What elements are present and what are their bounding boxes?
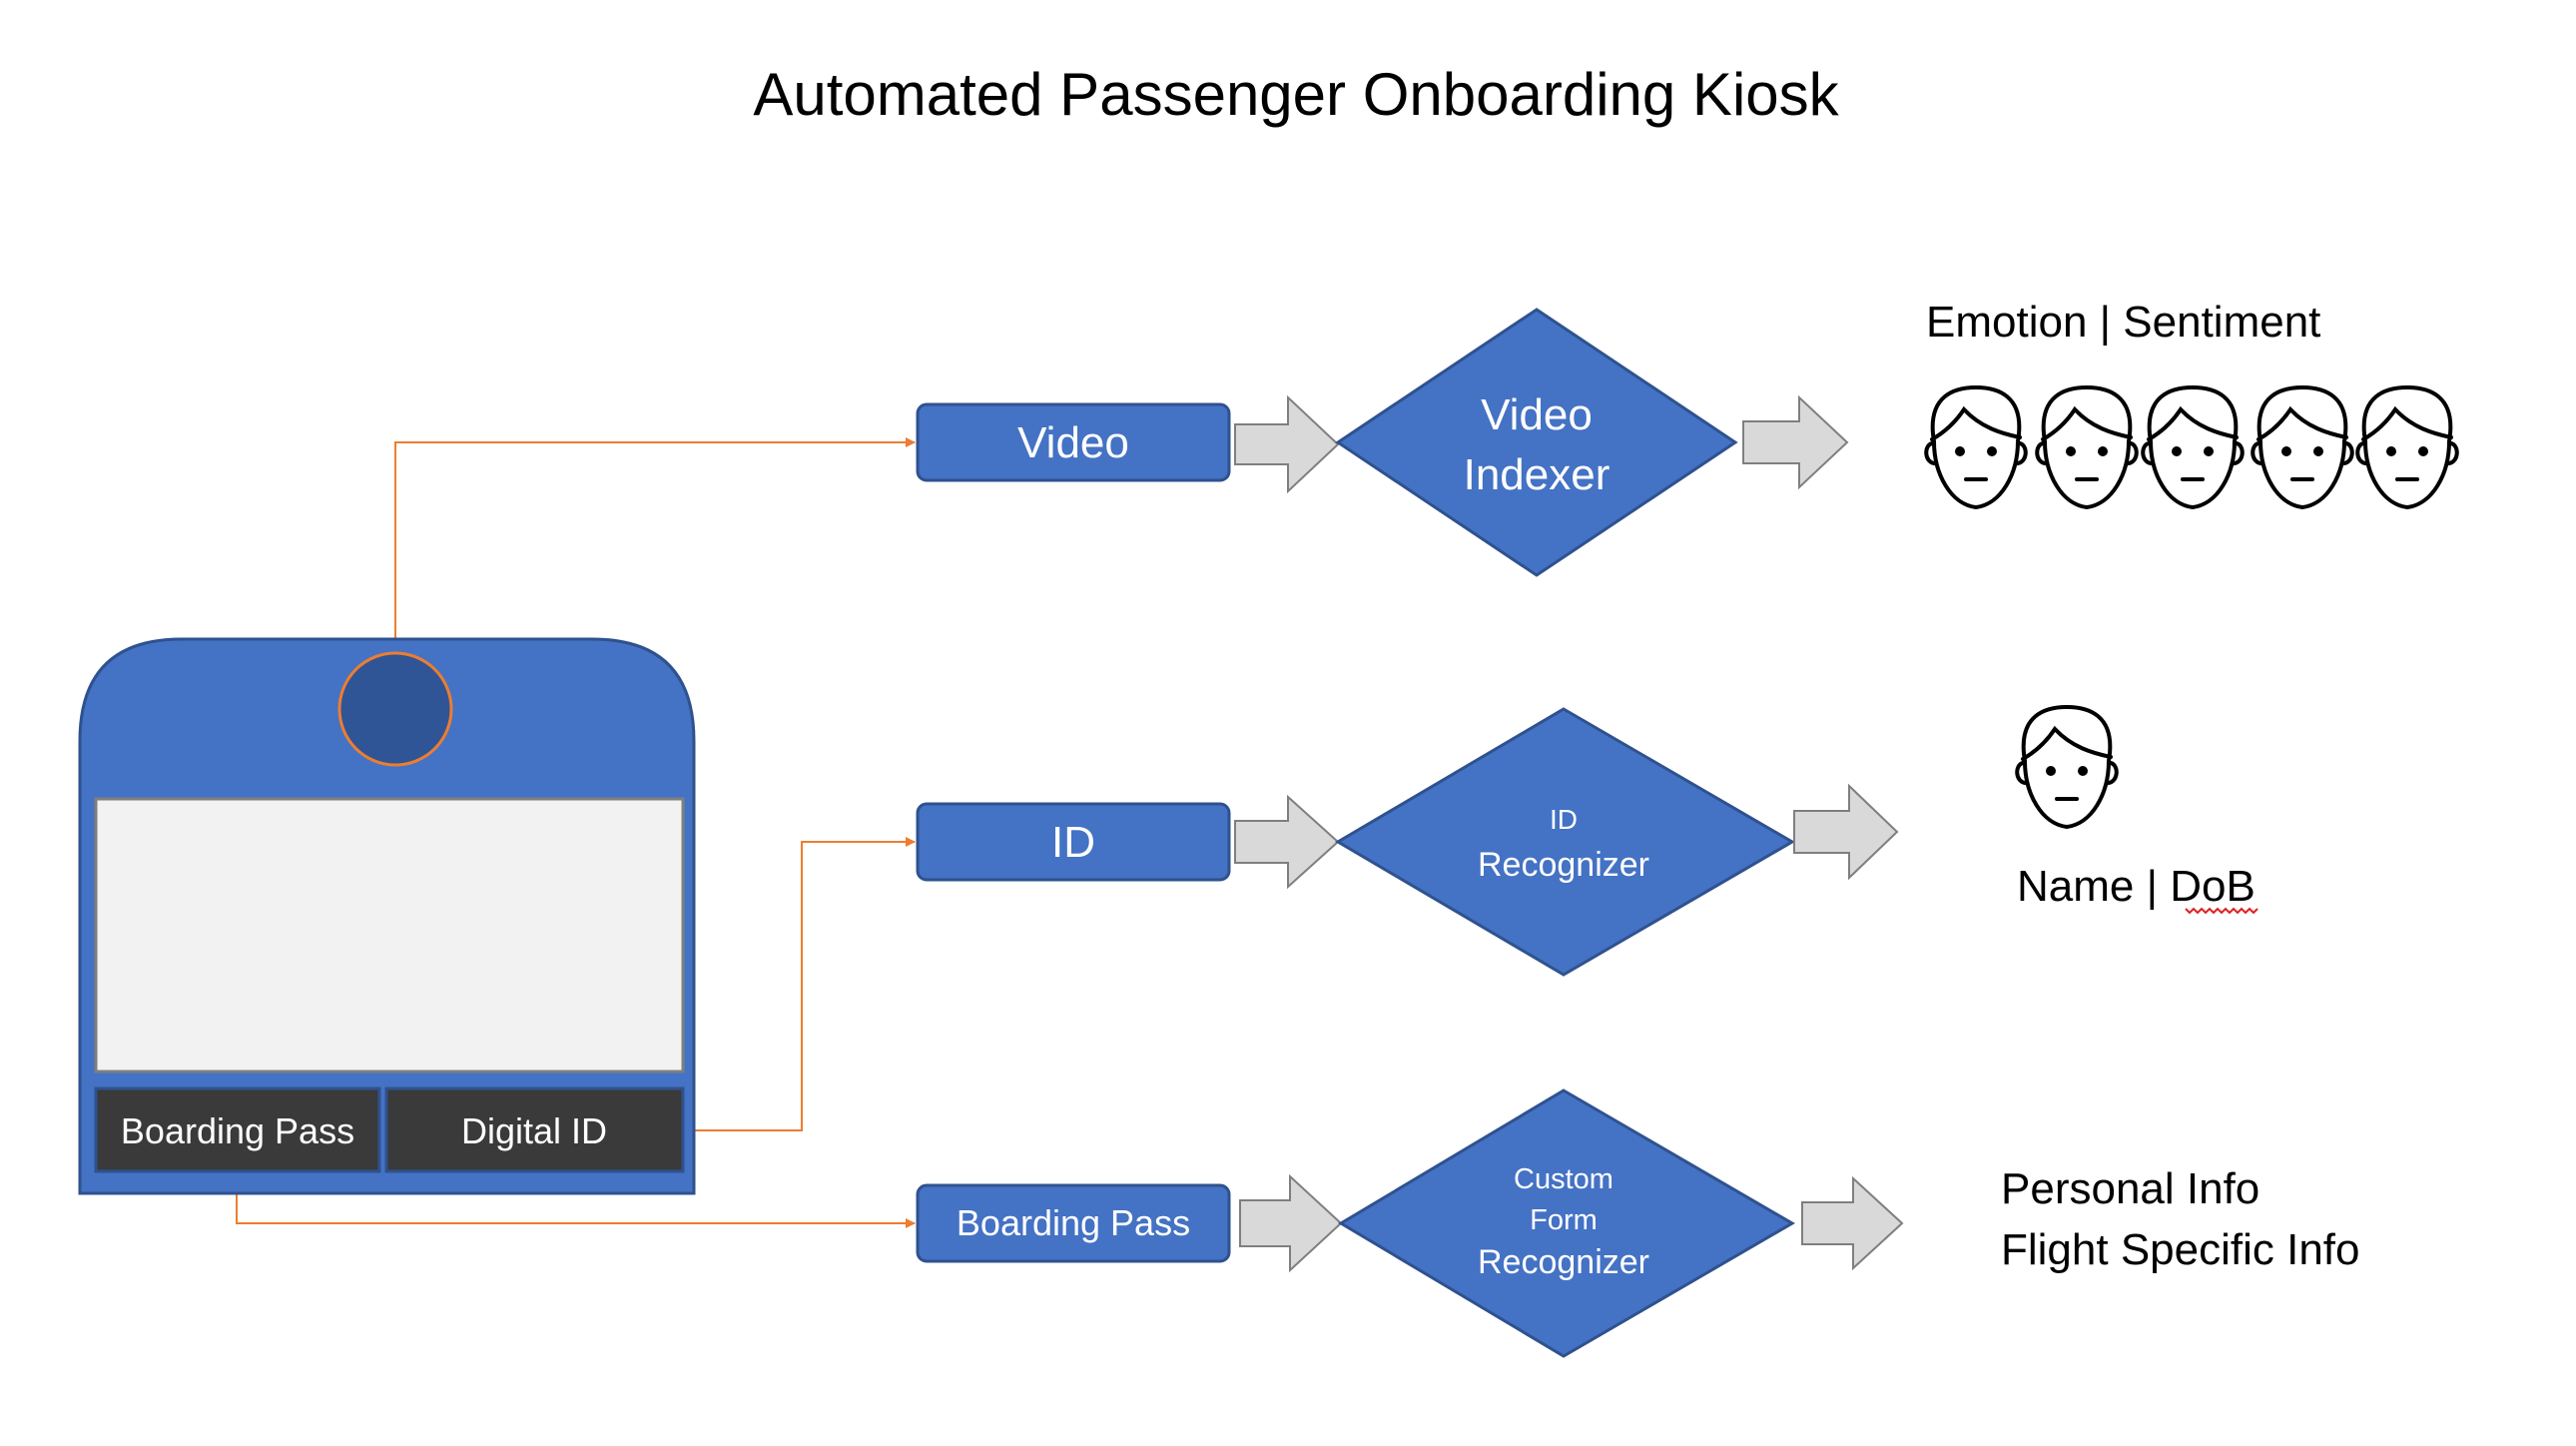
processor-label-video-line1: Video	[1481, 390, 1593, 439]
processor-label-id-line1: ID	[1550, 804, 1578, 835]
processor-diamond-id-recognizer	[1335, 707, 1795, 977]
processor-diamond-video-indexer	[1335, 308, 1738, 577]
input-box-video	[916, 402, 1231, 482]
processor-label-video-line2: Indexer	[1464, 450, 1610, 499]
face-icon	[2015, 704, 2119, 830]
face-icon	[2141, 384, 2245, 510]
connector-digital-id-to-id	[684, 837, 916, 1131]
output-label-personal-info: Personal Info	[2001, 1164, 2259, 1213]
flow-id: ID ID Recognizer Name | DoB	[916, 707, 2258, 977]
processor-label-form-line3: Recognizer	[1478, 1243, 1649, 1281]
block-arrow-right-icon	[1234, 794, 1340, 890]
flow-boarding-pass: Boarding Pass Custom Form Recognizer Per…	[916, 1088, 2360, 1358]
face-icon-group-id	[2015, 704, 2119, 830]
block-arrow-right-icon	[1793, 783, 1899, 881]
input-box-id	[916, 802, 1231, 882]
camera-lens-icon	[337, 651, 453, 767]
face-icon	[2355, 384, 2459, 510]
processor-label-form-line1: Custom	[1514, 1163, 1613, 1195]
flow-video: Video Video Indexer Emotion | Sentiment	[916, 298, 2320, 577]
output-label-emotion-sentiment: Emotion | Sentiment	[1926, 298, 2320, 347]
input-label-boarding-pass: Boarding Pass	[957, 1202, 1190, 1243]
processor-label-form-line2: Form	[1530, 1204, 1598, 1236]
processor-diamond-custom-form-recognizer	[1338, 1088, 1795, 1358]
input-label-video: Video	[1017, 418, 1129, 467]
spellcheck-underline	[2185, 907, 2258, 915]
block-arrow-right-icon	[1742, 394, 1849, 490]
output-label-flight-specific-info: Flight Specific Info	[2001, 1225, 2360, 1274]
boarding-pass-button[interactable]	[94, 1086, 381, 1173]
face-icon	[1924, 384, 2028, 510]
face-icon	[2251, 384, 2354, 510]
face-icon	[2035, 384, 2139, 510]
kiosk: Boarding Pass Digital ID	[78, 637, 696, 1195]
face-icon-group-emotion	[1924, 384, 2459, 510]
kiosk-screen	[94, 797, 685, 1074]
input-box-boarding-pass	[916, 1183, 1231, 1263]
block-arrow-right-icon	[1234, 394, 1340, 494]
digital-id-button[interactable]	[384, 1086, 685, 1173]
input-label-id: ID	[1051, 818, 1095, 867]
digital-id-button-label: Digital ID	[461, 1110, 607, 1151]
output-label-name-dob: Name | DoB	[2017, 862, 2255, 911]
diagram-title: Automated Passenger Onboarding Kiosk	[753, 61, 1839, 128]
block-arrow-right-icon	[1801, 1175, 1904, 1271]
processor-label-id-line2: Recognizer	[1478, 846, 1649, 884]
connector-camera-to-video	[394, 437, 916, 651]
boarding-pass-button-label: Boarding Pass	[121, 1110, 354, 1151]
block-arrow-right-icon	[1239, 1173, 1343, 1273]
